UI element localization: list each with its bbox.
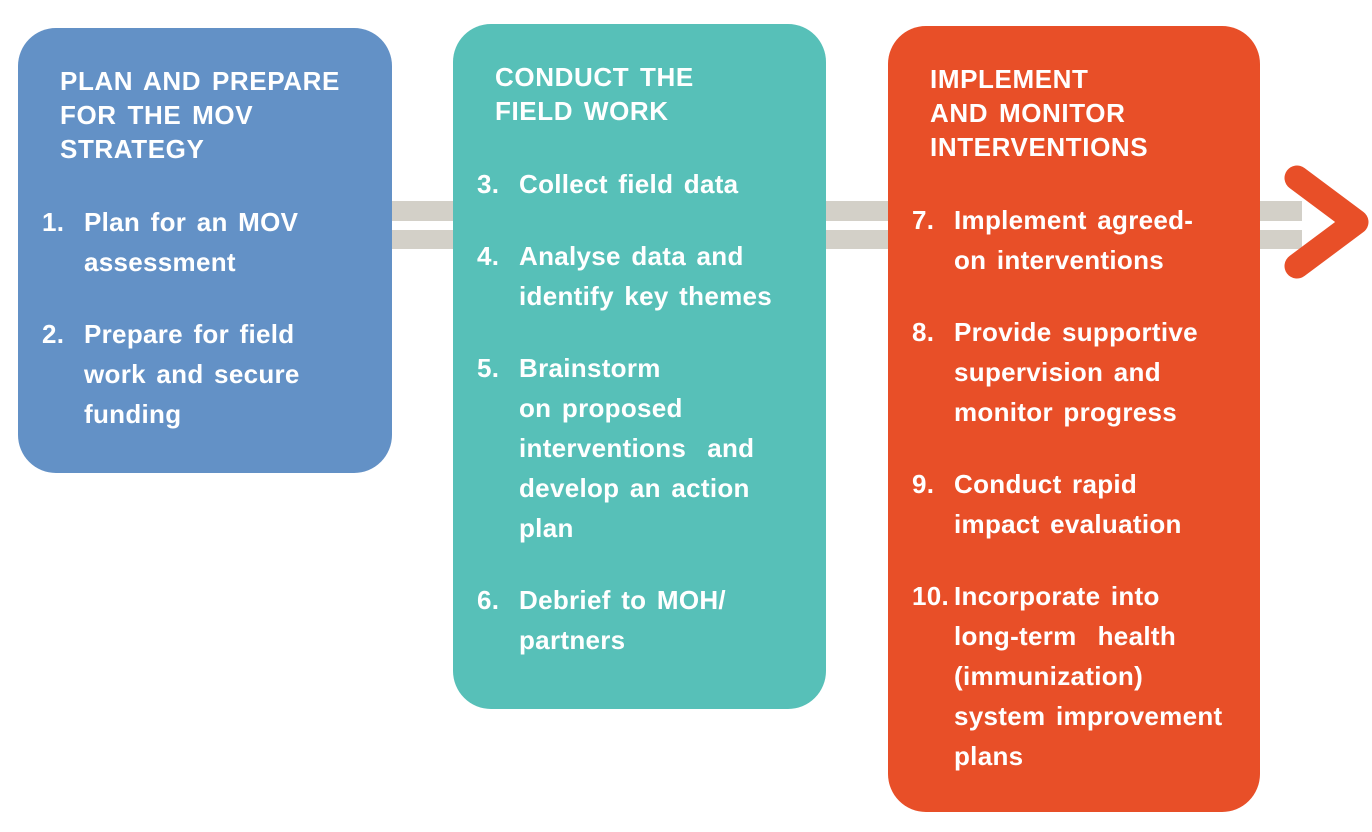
item-number: 2. xyxy=(42,319,65,349)
flow-arrow-icon xyxy=(1284,165,1369,279)
item-text: Provide supportive supervision and monit… xyxy=(954,317,1198,427)
step-item: 10. Incorporate into long-term health (i… xyxy=(912,576,1242,776)
step-item: 1. Plan for an MOV assessment xyxy=(42,202,374,282)
item-text: Debrief to MOH/ partners xyxy=(519,585,726,655)
item-number: 10. xyxy=(912,581,950,611)
stage-title: PLAN AND PREPARE FOR THE MOV STRATEGY xyxy=(60,66,340,164)
step-item: 2. Prepare for field work and secure fun… xyxy=(42,314,374,434)
step-item: 5. Brainstorm on proposed interventions … xyxy=(477,348,808,548)
item-text: Collect field data xyxy=(519,169,739,199)
stage-box-conduct-field-work: CONDUCT THE FIELD WORK 3. Collect field … xyxy=(453,24,826,709)
item-number: 3. xyxy=(477,169,500,199)
step-item: 6. Debrief to MOH/ partners xyxy=(477,580,808,660)
item-text: Brainstorm on proposed interventions and… xyxy=(519,353,755,543)
item-text: Incorporate into long-term health (immun… xyxy=(954,581,1223,771)
stage-title: IMPLEMENT AND MONITOR INTERVENTIONS xyxy=(930,64,1149,162)
stage-box-plan-and-prepare: PLAN AND PREPARE FOR THE MOV STRATEGY 1.… xyxy=(18,28,392,473)
item-text: Analyse data and identify key themes xyxy=(519,241,773,311)
step-item: 8. Provide supportive supervision and mo… xyxy=(912,312,1242,432)
item-text: Conduct rapid impact evaluation xyxy=(954,469,1182,539)
item-text: Implement agreed- on interventions xyxy=(954,205,1194,275)
item-number: 5. xyxy=(477,353,500,383)
stage-title: CONDUCT THE FIELD WORK xyxy=(495,62,694,126)
step-item: 4. Analyse data and identify key themes xyxy=(477,236,808,316)
item-number: 7. xyxy=(912,205,935,235)
item-number: 8. xyxy=(912,317,935,347)
item-number: 4. xyxy=(477,241,500,271)
stage-box-implement-and-monitor: IMPLEMENT AND MONITOR INTERVENTIONS 7. I… xyxy=(888,26,1260,812)
step-item: 7. Implement agreed- on interventions xyxy=(912,200,1242,280)
item-text: Plan for an MOV assessment xyxy=(84,207,299,277)
step-item: 3. Collect field data xyxy=(477,164,808,204)
item-number: 9. xyxy=(912,469,935,499)
item-number: 6. xyxy=(477,585,500,615)
item-number: 1. xyxy=(42,207,65,237)
item-text: Prepare for field work and secure fundin… xyxy=(84,319,300,429)
step-item: 9. Conduct rapid impact evaluation xyxy=(912,464,1242,544)
